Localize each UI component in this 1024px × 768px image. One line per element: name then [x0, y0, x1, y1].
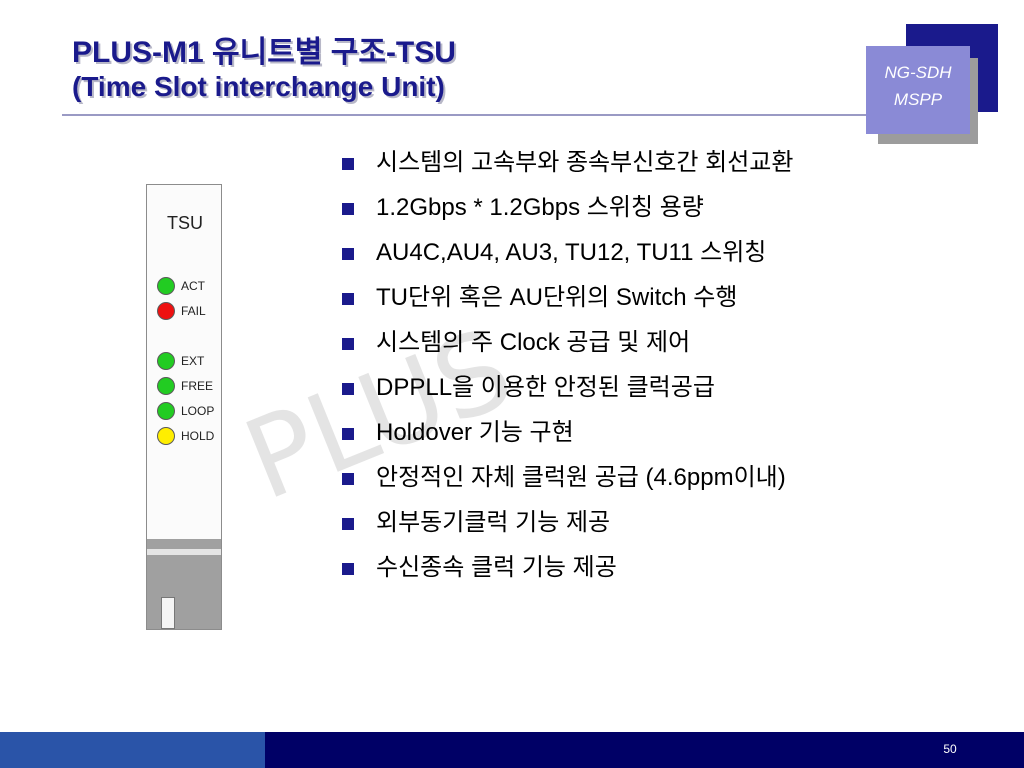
ng-sdh-badge: NG-SDH MSPP	[866, 46, 970, 134]
list-item: TU단위 혹은 AU단위의 Switch 수행	[342, 280, 962, 315]
square-bullet-icon	[342, 428, 354, 440]
slide-title: PLUS-M1 유니트별 구조-TSU (Time Slot interchan…	[72, 36, 792, 104]
led-label-free: FREE	[181, 379, 214, 393]
ext-led-icon	[157, 352, 175, 370]
led-label-hold: HOLD	[181, 429, 215, 443]
led-label-loop: LOOP	[181, 404, 215, 418]
footer-accent	[0, 732, 265, 768]
square-bullet-icon	[342, 383, 354, 395]
list-item: 안정적인 자체 클럭원 공급 (4.6ppm이내)	[342, 460, 962, 495]
list-item-text: 1.2Gbps * 1.2Gbps 스위칭 용량	[376, 194, 704, 221]
square-bullet-icon	[342, 563, 354, 575]
list-item-text: 안정적인 자체 클럭원 공급 (4.6ppm이내)	[376, 464, 786, 491]
list-item: DPPLL을 이용한 안정된 클럭공급	[342, 370, 962, 405]
square-bullet-icon	[342, 203, 354, 215]
square-bullet-icon	[342, 473, 354, 485]
list-item: 시스템의 고속부와 종속부신호간 회선교환	[342, 145, 962, 180]
badge-line-1: NG-SDH	[884, 63, 952, 82]
led-label-fail: FAIL	[181, 304, 206, 318]
list-item-text: 외부동기클럭 기능 제공	[376, 509, 611, 536]
square-bullet-icon	[342, 293, 354, 305]
feature-list: 시스템의 고속부와 종속부신호간 회선교환 1.2Gbps * 1.2Gbps …	[342, 145, 962, 595]
list-item: 시스템의 주 Clock 공급 및 제어	[342, 325, 962, 360]
badge-line-2: MSPP	[893, 90, 943, 109]
page-number: 50	[943, 742, 957, 756]
title-underline	[62, 114, 966, 116]
free-led-icon	[157, 377, 175, 395]
list-item-text: 시스템의 고속부와 종속부신호간 회선교환	[376, 149, 794, 176]
hold-led-icon	[157, 427, 175, 445]
fail-led-icon	[157, 302, 175, 320]
list-item-text: 수신종속 클럭 기능 제공	[376, 554, 617, 581]
list-item: 외부동기클럭 기능 제공	[342, 505, 962, 540]
list-item-text: Holdover 기능 구현	[376, 419, 574, 446]
list-item-text: 시스템의 주 Clock 공급 및 제어	[376, 329, 691, 356]
square-bullet-icon	[342, 518, 354, 530]
list-item: Holdover 기능 구현	[342, 415, 962, 450]
handle-stripe	[147, 549, 221, 555]
list-item-text: DPPLL을 이용한 안정된 클럭공급	[376, 374, 715, 401]
square-bullet-icon	[342, 338, 354, 350]
panel-label: TSU	[167, 213, 203, 233]
list-item: 수신종속 클럭 기능 제공	[342, 550, 962, 585]
led-label-act: ACT	[181, 279, 205, 293]
tsu-front-panel: TSU ACT FAIL EXT FREE LOOP HOLD	[146, 184, 222, 630]
loop-led-icon	[157, 402, 175, 420]
list-item-text: AU4C,AU4, AU3, TU12, TU11 스위칭	[376, 239, 767, 266]
title-line-2: (Time Slot interchange Unit)	[72, 71, 445, 102]
led-label-ext: EXT	[181, 354, 205, 368]
act-led-icon	[157, 277, 175, 295]
list-item: AU4C,AU4, AU3, TU12, TU11 스위칭	[342, 235, 962, 270]
list-item: 1.2Gbps * 1.2Gbps 스위칭 용량	[342, 190, 962, 225]
list-item-text: TU단위 혹은 AU단위의 Switch 수행	[376, 284, 738, 311]
handle-slot	[161, 597, 175, 629]
title-line-1: PLUS-M1 유니트별 구조-TSU	[72, 36, 456, 69]
square-bullet-icon	[342, 248, 354, 260]
square-bullet-icon	[342, 158, 354, 170]
